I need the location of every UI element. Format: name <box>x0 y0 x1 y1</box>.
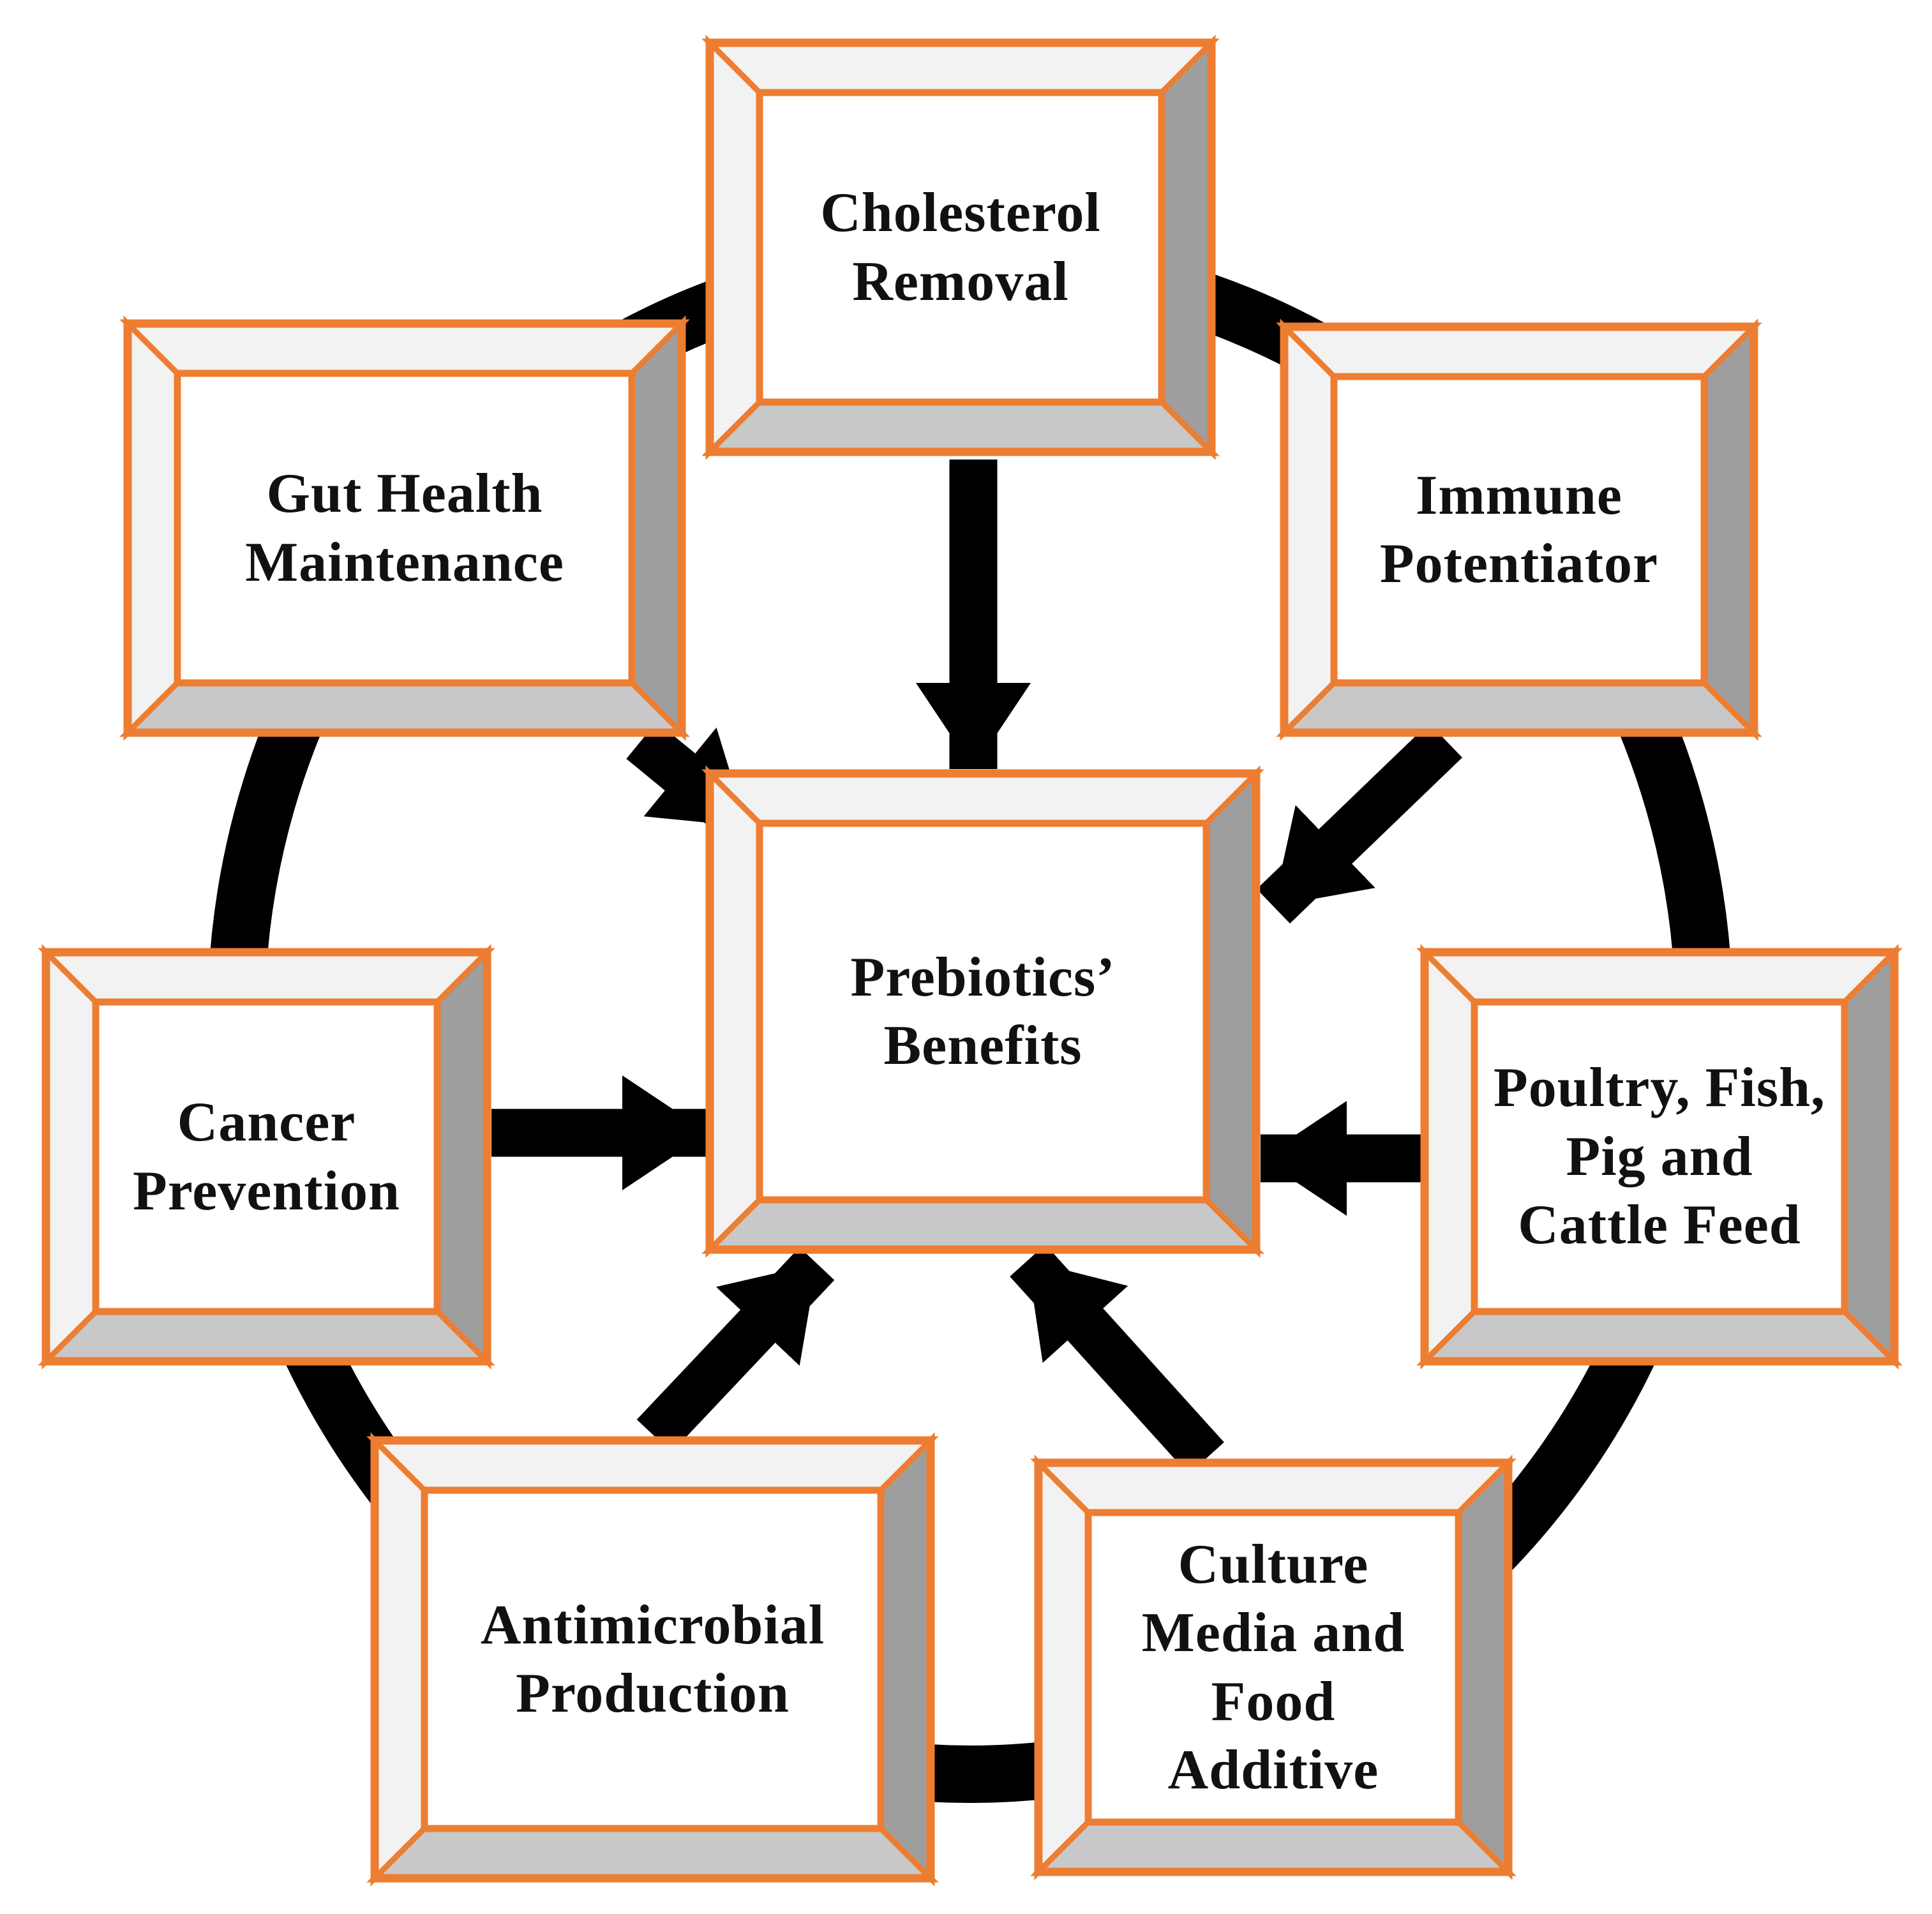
label-antimicrobial: Antimicrobial Production <box>480 1594 825 1724</box>
box-face <box>174 370 636 687</box>
label-feed: Poultry, Fish, Pig and Cattle Feed <box>1493 1057 1826 1257</box>
bevel-bottom <box>366 1825 939 1883</box>
arrow-immune <box>1256 722 1463 924</box>
arrow-culture <box>1010 1244 1224 1475</box>
bevel-bottom <box>701 1197 1264 1254</box>
box-face <box>756 89 1165 406</box>
bevel-left <box>1280 318 1337 741</box>
bevel-left <box>41 944 99 1370</box>
box-cholesterol: Cholesterol Removal <box>701 34 1220 460</box>
box-antimicrobial: Antimicrobial Production <box>366 1432 939 1887</box>
bevel-frame <box>38 944 495 1370</box>
bevel-right <box>1701 318 1758 741</box>
label-cancer: Cancer Prevention <box>133 1091 400 1222</box>
bevel-frame <box>701 765 1264 1258</box>
bevel-top <box>366 1436 939 1493</box>
bevel-top <box>1030 1458 1516 1516</box>
box-outline <box>373 1439 932 1880</box>
bevel-bottom <box>1416 1308 1903 1366</box>
bevel-right <box>878 1432 935 1887</box>
box-feed: Poultry, Fish, Pig and Cattle Feed <box>1416 944 1903 1370</box>
box-face <box>756 819 1210 1204</box>
box-face <box>92 998 441 1315</box>
bevel-right <box>434 944 491 1370</box>
bevel-frame <box>701 34 1220 460</box>
bevel-frame <box>1416 944 1903 1370</box>
bevel-right <box>629 315 686 741</box>
bevel-left <box>705 34 763 460</box>
box-face <box>1471 998 1848 1315</box>
bevel-right <box>1203 765 1261 1258</box>
bevel-top <box>1416 948 1903 1005</box>
box-cancer: Cancer Prevention <box>38 944 495 1370</box>
bevel-bottom <box>119 680 690 737</box>
box-immune: Immune Potentiator <box>1276 318 1762 741</box>
bevel-top <box>1276 322 1762 380</box>
box-outline <box>1423 950 1896 1363</box>
box-face <box>1330 373 1708 687</box>
bevel-left <box>1034 1454 1091 1880</box>
box-outline <box>708 772 1258 1252</box>
bevel-top <box>701 38 1220 96</box>
bevel-right <box>1841 944 1899 1370</box>
box-gut: Gut Health Maintenance <box>119 315 690 741</box>
bevel-top <box>119 319 690 377</box>
center-box: Prebiotics’ Benefits <box>701 765 1264 1258</box>
bevel-bottom <box>1276 680 1762 737</box>
bevel-bottom <box>1030 1819 1516 1876</box>
box-face <box>1084 1509 1462 1826</box>
bevel-left <box>123 315 181 741</box>
bevel-frame <box>119 315 690 741</box>
bevel-left <box>705 765 763 1258</box>
bevel-top <box>38 948 495 1005</box>
box-outline <box>1282 325 1756 735</box>
bevel-left <box>1420 944 1478 1370</box>
label-gut: Gut Health Maintenance <box>245 463 564 594</box>
bevel-bottom <box>701 399 1220 456</box>
bevel-top <box>701 769 1264 826</box>
box-culture: Culture Media and Food Additive <box>1030 1454 1516 1880</box>
bevel-left <box>370 1432 428 1887</box>
bevel-bottom <box>38 1308 495 1366</box>
arrow-antimicrobial <box>636 1247 835 1453</box>
bevel-right <box>1158 34 1216 460</box>
box-outline <box>44 950 489 1363</box>
center-label: Prebiotics’ Benefits <box>850 946 1116 1077</box>
bevel-frame <box>1276 318 1762 741</box>
label-culture: Culture Media and Food Additive <box>1141 1533 1405 1801</box>
box-outline <box>708 41 1213 454</box>
bevel-frame <box>1030 1454 1516 1880</box>
bevel-right <box>1455 1454 1513 1880</box>
box-outline <box>1037 1461 1510 1874</box>
box-outline <box>126 322 684 735</box>
label-cholesterol: Cholesterol Removal <box>820 182 1101 313</box>
label-immune: Immune Potentiator <box>1379 464 1659 595</box>
bevel-frame <box>366 1432 939 1887</box>
box-face <box>421 1486 885 1832</box>
